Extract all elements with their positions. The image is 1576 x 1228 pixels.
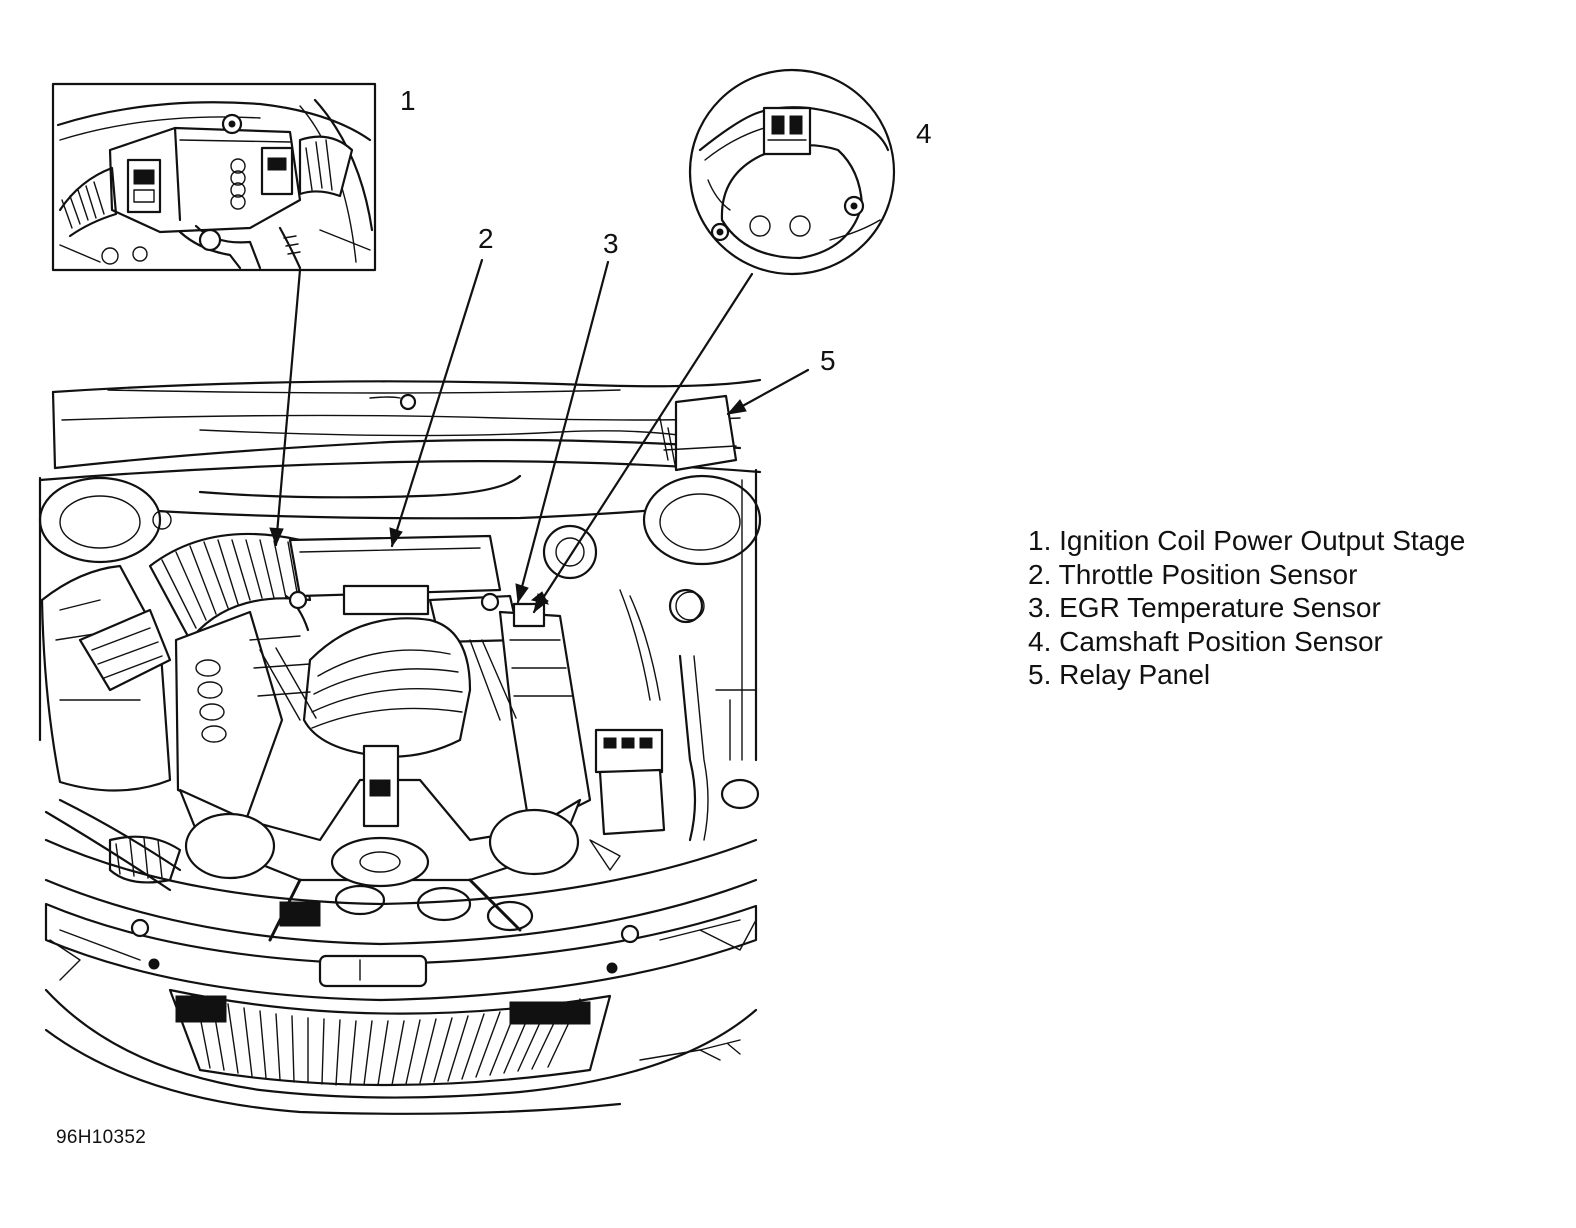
legend-item: 1. Ignition Coil Power Output Stage	[1028, 525, 1466, 556]
legend-item: 3. EGR Temperature Sensor	[1028, 592, 1381, 623]
leader-arrow-3	[515, 583, 529, 604]
callout-number-4: 4	[916, 118, 932, 149]
leader-line-3	[516, 260, 610, 604]
inset-ignition-coil	[51, 82, 377, 272]
legend-item: 5. Relay Panel	[1028, 659, 1211, 690]
leader-arrow-2	[389, 527, 403, 548]
leader-arrow-5	[726, 399, 747, 415]
legend-item: 4. Camshaft Position Sensor	[1028, 625, 1383, 657]
legend-item: 2. Throttle Position Sensor	[1028, 558, 1358, 590]
leader-arrow-1	[269, 527, 284, 547]
inset-camshaft-sensor	[688, 68, 896, 276]
leader-arrow-4	[533, 593, 549, 614]
callout-number-5: 5	[820, 345, 836, 376]
callout-number-2: 2	[478, 223, 494, 254]
callout-number-3: 3	[603, 228, 619, 259]
leader-line-1	[274, 268, 302, 547]
leader-lines	[269, 258, 810, 614]
callout-number-1: 1	[400, 85, 416, 116]
engine-bay-illustration	[38, 378, 762, 1115]
leader-line-2	[390, 258, 484, 548]
leader-line-4	[532, 272, 754, 614]
component-legend: 1. Ignition Coil Power Output Stage 2. T…	[1028, 524, 1465, 692]
figure-id: 96H10352	[56, 1127, 147, 1148]
